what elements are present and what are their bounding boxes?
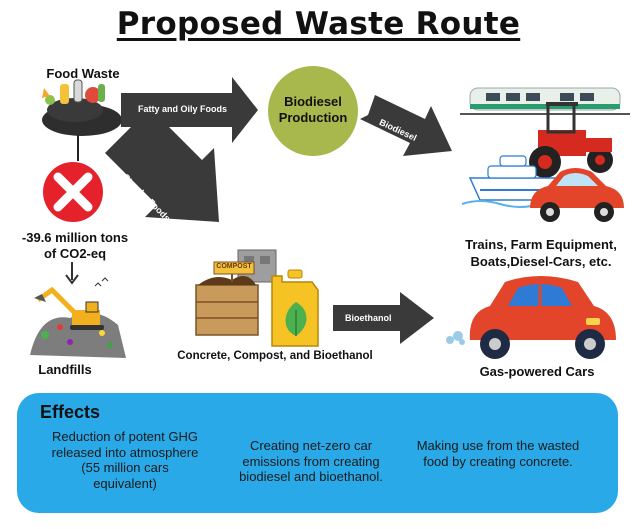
food-waste-icon bbox=[42, 79, 122, 136]
bioethanol-arrow bbox=[333, 292, 434, 344]
gas-car-icon bbox=[446, 276, 616, 359]
starchy-foods-arrow bbox=[105, 108, 219, 222]
effect-item-3: Making use from the wasted food by creat… bbox=[416, 438, 580, 469]
concrete-compost-icon bbox=[195, 249, 319, 347]
fatty-foods-arrow-label: Fatty and Oily Foods bbox=[138, 104, 228, 114]
landfills-label: Landfills bbox=[38, 362, 92, 377]
landfill-emission-label: -39.6 million tons of CO2-eq bbox=[21, 230, 129, 261]
page-title: Proposed Waste Route bbox=[116, 6, 521, 42]
tractor-icon bbox=[529, 102, 613, 178]
down-arrow-icon bbox=[65, 262, 79, 285]
vehicles-label: Trains, Farm Equipment, Boats,Diesel-Car… bbox=[465, 237, 617, 269]
effects-panel bbox=[17, 393, 618, 513]
biodiesel-arrow bbox=[360, 95, 452, 156]
train-icon bbox=[460, 87, 630, 115]
gas-cars-label: Gas-powered Cars bbox=[479, 364, 595, 379]
biodiesel-circle-label: Biodiesel Production bbox=[278, 94, 348, 125]
diesel-car-icon bbox=[530, 168, 624, 222]
effects-title: Effects bbox=[40, 402, 101, 422]
effect-item-1: Reduction of potent GHG released into at… bbox=[51, 429, 199, 491]
red-x-icon bbox=[43, 162, 103, 222]
concrete-compost-label: Concrete, Compost, and Bioethanol bbox=[177, 350, 373, 362]
compost-sign-text: COMPOST bbox=[216, 263, 252, 270]
bioethanol-arrow-label: Bioethanol bbox=[345, 313, 392, 323]
landfill-icon bbox=[30, 277, 126, 358]
food-waste-label: Food Waste bbox=[46, 66, 120, 81]
effect-item-2: Creating net-zero car emissions from cre… bbox=[239, 438, 383, 484]
biodiesel-circle bbox=[268, 66, 358, 156]
